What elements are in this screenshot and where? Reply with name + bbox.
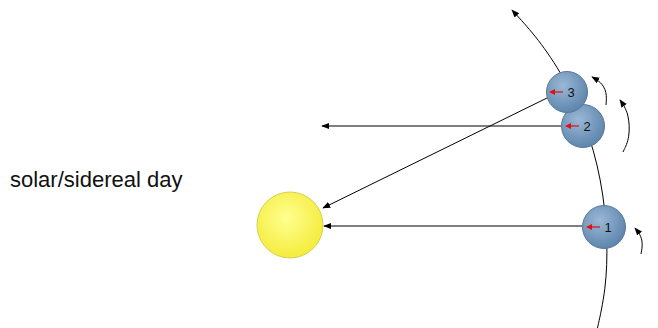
pointer-line (570, 125, 579, 126)
earth-circle: 3 (546, 71, 588, 113)
earth-disc (583, 206, 626, 249)
earth-shape (546, 71, 588, 113)
pointer-line (554, 91, 563, 92)
rotation-arrow (635, 228, 642, 254)
sight-line (322, 126, 561, 127)
earth-circle: 1 (582, 205, 626, 249)
earth-shape (582, 205, 626, 249)
pointer-head (565, 123, 571, 129)
diagram-label: solar/sidereal day (10, 168, 182, 192)
pointer-head (586, 224, 592, 230)
sight-line (323, 98, 547, 208)
sight-line (324, 226, 582, 227)
earth-disc (547, 72, 588, 113)
rotation-arrow (592, 77, 606, 105)
position-number: 1 (604, 221, 611, 234)
sun-circle (257, 192, 323, 258)
pointer-head (549, 89, 555, 95)
rotation-arrow (620, 100, 629, 152)
orbit-arc (512, 10, 607, 328)
position-number: 3 (567, 86, 574, 99)
pointer-line (591, 226, 600, 227)
position-number: 2 (583, 120, 590, 133)
